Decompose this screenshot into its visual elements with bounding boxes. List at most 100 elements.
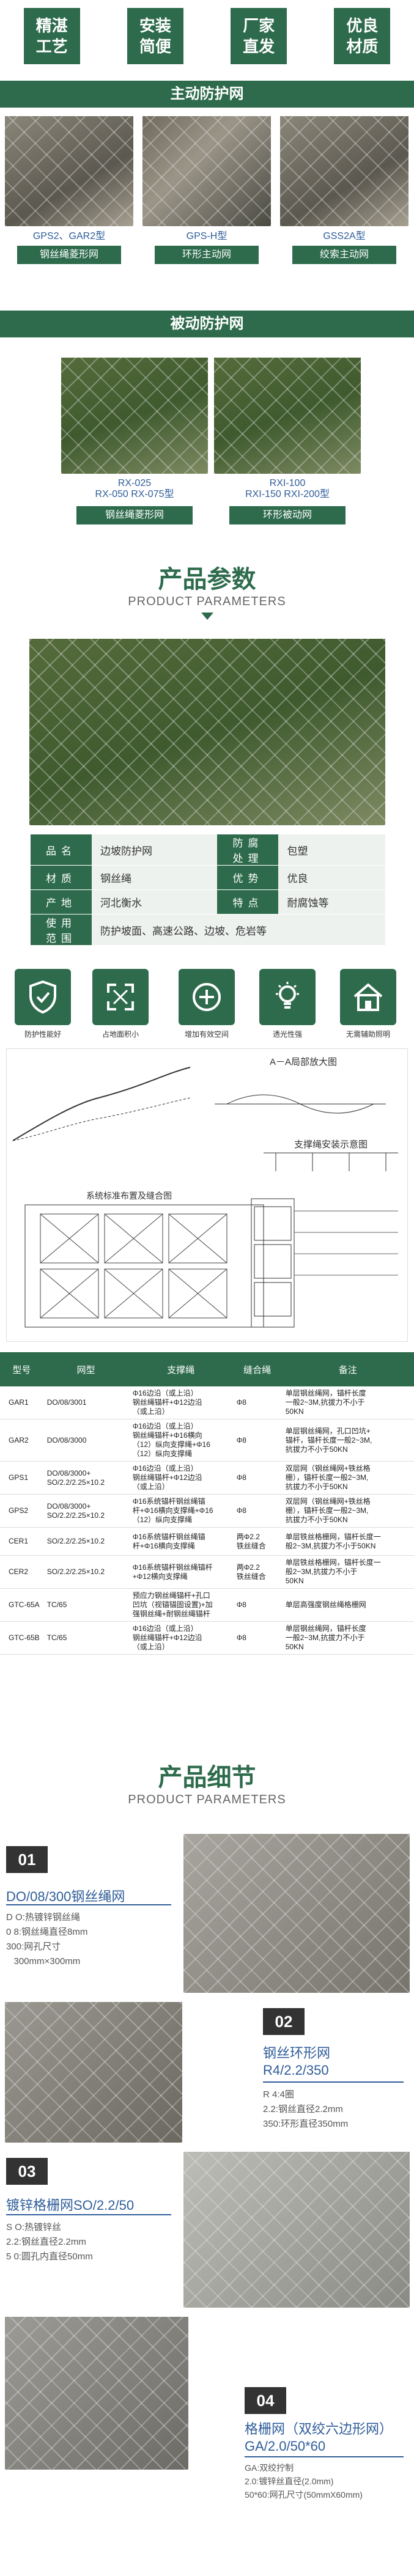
table-cell: Φ16边沿（或上沿） 钢丝绳锚杆+Φ12边沿 （或上沿）: [128, 1621, 233, 1655]
table-cell: Φ8: [232, 1461, 282, 1495]
divider: [263, 2081, 404, 2083]
gps2-tag: 钢丝绳菱形网: [17, 246, 121, 264]
table-cell: DO/08/3000+ SO/2.2/2.25×10.2: [43, 1461, 129, 1495]
gss2a-tag: 绞索主动网: [292, 246, 396, 264]
feature-badges: 精湛工艺 安装简便 厂家直发 优良材质: [0, 0, 414, 72]
rx-photo: [61, 358, 208, 474]
table-cell: 单层铁丝格栅网，锚杆长度一 般2~3M,抗拔力不小于 50KN: [281, 1555, 414, 1589]
gps2-caption: GPS2、GAR2型: [32, 231, 106, 241]
params-row: 材质 钢丝绳 优势 优良: [31, 865, 385, 890]
rxi-tag: 环形被动网: [229, 506, 346, 524]
shield-icon: [15, 969, 71, 1025]
gpsh-tag: 环形主动网: [155, 246, 259, 264]
table-cell: GAR1: [0, 1386, 43, 1419]
feature-small-footprint: 占地面积小: [90, 969, 151, 1039]
table-cell: DO/08/3000+ SO/2.2/2.25×10.2: [43, 1494, 129, 1528]
table-cell: 单层钢丝绳网，孔口凹坑+ 锚杆，锚杆长度一般2~3M, 抗拔力不小于50KN: [281, 1419, 414, 1462]
ring-net-photo: [5, 2002, 182, 2143]
feature-light: 透光性强: [257, 969, 318, 1039]
rxi-caption: RXI-100 RXI-150 RXI-200型: [245, 478, 330, 499]
active-net-title: 主动防护网: [0, 81, 414, 108]
rx-tag: 钢丝绳菱形网: [76, 506, 193, 524]
gpsh-caption: GPS-H型: [186, 231, 227, 241]
table-cell: GTC-65B: [0, 1621, 43, 1655]
table-cell: TC/65: [43, 1588, 129, 1622]
detail-title: 镀锌格栅网SO/2.2/50: [6, 2198, 135, 2213]
params-row: 品名 边坡防护网 防腐处理 包塑: [31, 834, 385, 866]
divider: [6, 1904, 171, 1905]
badge-craft: 精湛工艺: [23, 8, 80, 64]
table-cell: CER1: [0, 1527, 43, 1556]
gpsh-photo: [142, 116, 271, 226]
params-row: 产地 河北衡水 特点 耐腐蚀等: [31, 889, 385, 914]
table-cell: 两Φ2.2 铁丝缝合: [232, 1555, 282, 1589]
table-cell: Φ8: [232, 1494, 282, 1528]
table-cell: GPS2: [0, 1494, 43, 1528]
house-icon: [340, 969, 396, 1025]
divider: [245, 2456, 404, 2457]
table-cell: DO/08/3000: [43, 1419, 129, 1462]
feature-no-lighting: 无需辅助照明: [338, 969, 399, 1039]
badge-install: 安装简便: [127, 8, 183, 64]
params-section-title: 产品参数 PRODUCT PARAMETERS: [0, 559, 414, 620]
table-cell: Φ8: [232, 1386, 282, 1419]
table-cell: CER2: [0, 1555, 43, 1589]
detail-number: 02: [263, 2008, 305, 2035]
engineering-diagram: A－A局部放大图 支撑绳安装示意图 系统标准布置及缝合图: [6, 1048, 408, 1342]
divider: [6, 2214, 171, 2215]
table-cell: GPS1: [0, 1461, 43, 1495]
gss2a-photo: [280, 116, 408, 226]
passive-net-title: 被动防护网: [0, 311, 414, 337]
detail-title: 钢丝环形网 R4/2.2/350: [263, 2045, 331, 2078]
detail-text: GA:双绞拧制 2.0:镀锌丝直径(2.0mm) 50*60:网孔尺寸(50mm…: [245, 2463, 363, 2500]
table-cell: 双层网（钢丝绳网+铁丝格 栅），锚杆长度一般2~3M, 抗拔力不小于50KN: [281, 1494, 414, 1528]
plus-circle-icon: [179, 969, 235, 1025]
badge-material: 优良材质: [334, 8, 391, 64]
table-cell: GTC-65A: [0, 1588, 43, 1622]
diagram-title-c: 系统标准布置及缝合图: [86, 1191, 172, 1201]
table-cell: Φ16边沿（或上沿） 钢丝绳锚杆+Φ16横向 （12）纵向支撑绳+Φ16 （12…: [128, 1419, 233, 1462]
table-cell: 单层铁丝格栅网，锚杆长度一 般2~3M,抗拔力不小于50KN: [281, 1527, 414, 1556]
table-cell: 单层高强度钢丝绳格栅网: [281, 1588, 414, 1622]
table-cell: 两Φ2.2 铁丝缝合: [232, 1527, 282, 1556]
detail-title: 格栅网（双绞六边形网） GA/2.0/50*60: [245, 2421, 393, 2454]
arrow-down-icon: [201, 613, 213, 620]
detail-text: S O:热镀锌丝 2.2:钢丝直径2.2mm 5 0:圆孔内直径50mm: [6, 2222, 93, 2262]
detail-number: 03: [6, 2158, 48, 2185]
badge-factory: 厂家直发: [231, 8, 287, 64]
table-cell: 单层钢丝绳网，锚杆长度 一般2~3M,抗拔力不小于 50KN: [281, 1386, 414, 1419]
worker-photo: [29, 639, 385, 825]
table-cell: Φ16边沿（或上沿） 钢丝绳锚杆+Φ12边沿 （或上沿）: [128, 1461, 233, 1495]
table-cell: 单层钢丝绳网，锚杆长度 一般2~3M,抗拔力不小于 50KN: [281, 1621, 414, 1655]
table-cell: Φ16边沿（或上沿） 钢丝绳锚杆+Φ12边沿 （或上沿）: [128, 1386, 233, 1419]
wire-rope-net-photo: [183, 1834, 410, 1993]
rxi-photo: [214, 358, 361, 474]
feature-space: 增加有效空间: [176, 969, 237, 1039]
table-cell: SO/2.2/2.25×10.2: [43, 1527, 129, 1556]
table-cell: Φ8: [232, 1588, 282, 1622]
table-cell: SO/2.2/2.25×10.2: [43, 1555, 129, 1589]
detail-text: R 4:4圈 2.2:钢丝直径2.2mm 350:环形直径350mm: [263, 2089, 349, 2129]
feature-protection: 防护性能好: [12, 969, 73, 1039]
table-cell: Φ16系统锚杆钢丝绳锚 杆+Φ16横向支撑绳: [128, 1527, 233, 1556]
grid-net-photo: [183, 2152, 410, 2308]
hex-net-photo: [5, 2317, 188, 2470]
table-cell: TC/65: [43, 1621, 129, 1655]
expand-icon: [92, 969, 149, 1025]
table-cell: Φ16系统锚杆钢丝绳锚 杆+Φ16横向支撑绳+Φ16 （12）纵向支撑绳: [128, 1494, 233, 1528]
diagram-title-a: A－A局部放大图: [270, 1057, 338, 1067]
detail-number: 04: [245, 2387, 286, 2414]
table-cell: Φ16系统锚杆钢丝绳锚杆 +Φ12横向支撑绳: [128, 1555, 233, 1589]
table-cell: DO/08/3001: [43, 1386, 129, 1419]
detail-text: D O:热镀锌钢丝绳 0 8:钢丝绳直径8mm 300:网孔尺寸 300mm×3…: [6, 1912, 88, 1967]
table-cell: Φ8: [232, 1419, 282, 1462]
detail-title: DO/08/300钢丝绳网: [6, 1889, 125, 1904]
